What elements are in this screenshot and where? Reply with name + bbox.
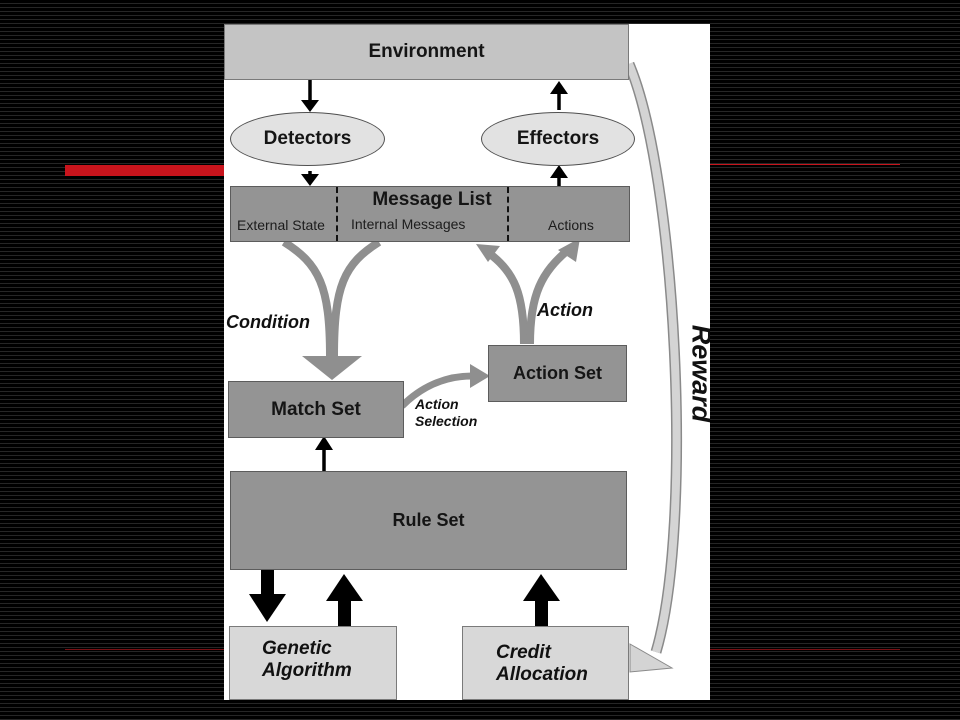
message-list-divider-2 — [507, 187, 509, 241]
action-label: Action — [537, 300, 593, 320]
action-arrowhead-left — [476, 244, 500, 262]
internal-messages-label: Internal Messages — [351, 216, 466, 232]
action-set-box: Action Set — [488, 345, 627, 402]
reward-arrow-fill — [625, 62, 681, 654]
action-set-label: Action Set — [512, 363, 602, 383]
effectors-label: Effectors — [516, 128, 600, 149]
title-accent-line — [710, 164, 900, 165]
environment-label: Environment — [368, 41, 485, 62]
credit-allocation-line-2: Allocation — [496, 664, 588, 685]
genetic-algorithm-line-1: Genetic — [262, 638, 332, 659]
arrowhead-msg-effectors — [550, 165, 568, 178]
credit-allocation-line-1: Credit — [496, 642, 551, 663]
detectors-oval: Detectors — [230, 112, 385, 166]
action-selection-arrowhead — [470, 364, 490, 388]
arrowhead-ga-rules — [326, 574, 363, 601]
effectors-oval: Effectors — [481, 112, 635, 166]
credit-allocation-box — [462, 626, 629, 700]
action-selection-label: Action Selection — [415, 396, 477, 430]
condition-arrowhead — [302, 356, 362, 380]
match-set-label: Match Set — [271, 398, 361, 420]
arrowhead-env-detectors — [301, 100, 319, 112]
genetic-algorithm-line-2: Algorithm — [262, 660, 352, 681]
message-list-title: Message List — [372, 189, 492, 210]
arrowhead-rules-match — [315, 436, 333, 450]
reward-arrowhead — [629, 643, 674, 673]
external-state-label: External State — [237, 217, 325, 233]
arrowhead-detectors-msg — [301, 174, 319, 186]
match-set-box: Match Set — [228, 381, 404, 438]
arrows-layer — [249, 61, 683, 673]
detectors-label: Detectors — [263, 128, 352, 149]
action-arrowhead-right — [558, 238, 580, 262]
arrowhead-effectors-env — [550, 81, 568, 94]
message-list-divider-1 — [336, 187, 338, 241]
environment-box: Environment — [224, 24, 629, 80]
condition-label: Condition — [226, 312, 310, 332]
arrowhead-credit-rules — [523, 574, 560, 601]
footer-line-left — [65, 649, 225, 650]
genetic-algorithm-label: Genetic Algorithm — [262, 638, 352, 682]
arrowhead-rules-ga — [249, 594, 286, 622]
rule-set-label: Rule Set — [392, 510, 465, 530]
actions-label: Actions — [548, 217, 594, 233]
action-selection-line-2: Selection — [415, 413, 478, 429]
action-selection-line-1: Action — [415, 396, 459, 412]
footer-line-right — [710, 649, 900, 650]
reward-label: Reward — [686, 324, 711, 423]
rule-set-box: Rule Set — [230, 471, 627, 570]
title-accent-bar — [65, 165, 225, 176]
genetic-algorithm-box — [229, 626, 397, 700]
diagram-panel: Environment Detectors Effectors Message … — [224, 24, 710, 700]
credit-allocation-label: Credit Allocation — [496, 642, 588, 686]
message-list-box: Message List External State Internal Mes… — [230, 186, 630, 242]
